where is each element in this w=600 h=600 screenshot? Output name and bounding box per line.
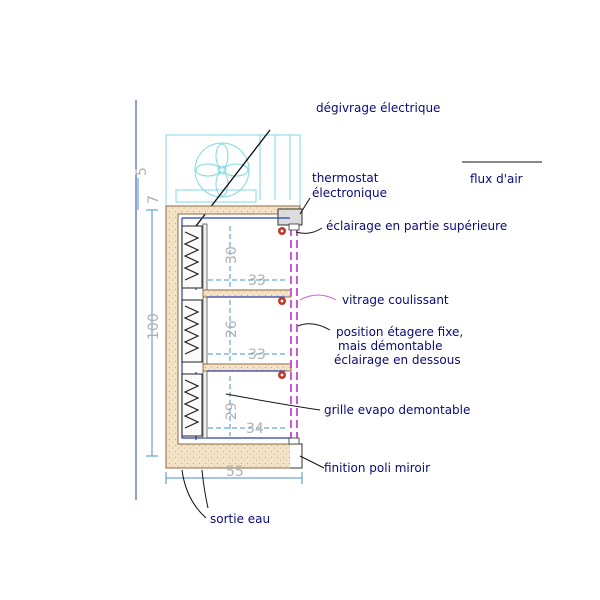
dimension-33-top: 33 [248,273,266,289]
label-flux-air: flux d'air [470,172,523,186]
label-grille: grille evapo demontable [324,403,470,417]
shelf-1 [202,289,292,298]
cabinet-body [165,205,303,469]
dimension-100: 100 [146,313,162,340]
label-thermostat: thermostat [312,171,379,185]
label-degivrage: dégivrage électrique [316,101,440,115]
dimension-29: 29 [224,402,240,420]
label-finition: finition poli miroir [324,461,430,475]
grille-panel [202,223,208,439]
label-position-1: position étagere fixe, [336,325,463,339]
dimension-7: 7 [146,195,162,204]
dimension-33-middle: 33 [248,347,266,363]
fan-icon [194,142,250,198]
evaporator-coil [181,225,203,437]
label-sortie-eau: sortie eau [210,512,270,526]
interior-dimensions [208,226,286,436]
dimension-26: 26 [224,320,240,338]
label-vitrage: vitrage coulissant [342,293,449,307]
dimension-5: 5 [134,167,150,176]
exterior-dimensions [137,178,303,484]
dimension-34: 34 [246,421,264,437]
label-position-2: mais démontable [338,339,442,353]
shelves [202,289,292,372]
label-eclairage-superieure: éclairage en partie supérieure [326,219,507,233]
leader-lines [181,161,542,519]
lamp-icons [278,227,286,379]
dimension-30: 30 [224,246,240,264]
shelf-2 [202,363,292,372]
sliding-glass [288,223,300,445]
label-thermostat-2: électronique [312,186,387,200]
label-position-3: éclairage en dessous [334,353,461,367]
dimension-55: 55 [226,464,244,480]
